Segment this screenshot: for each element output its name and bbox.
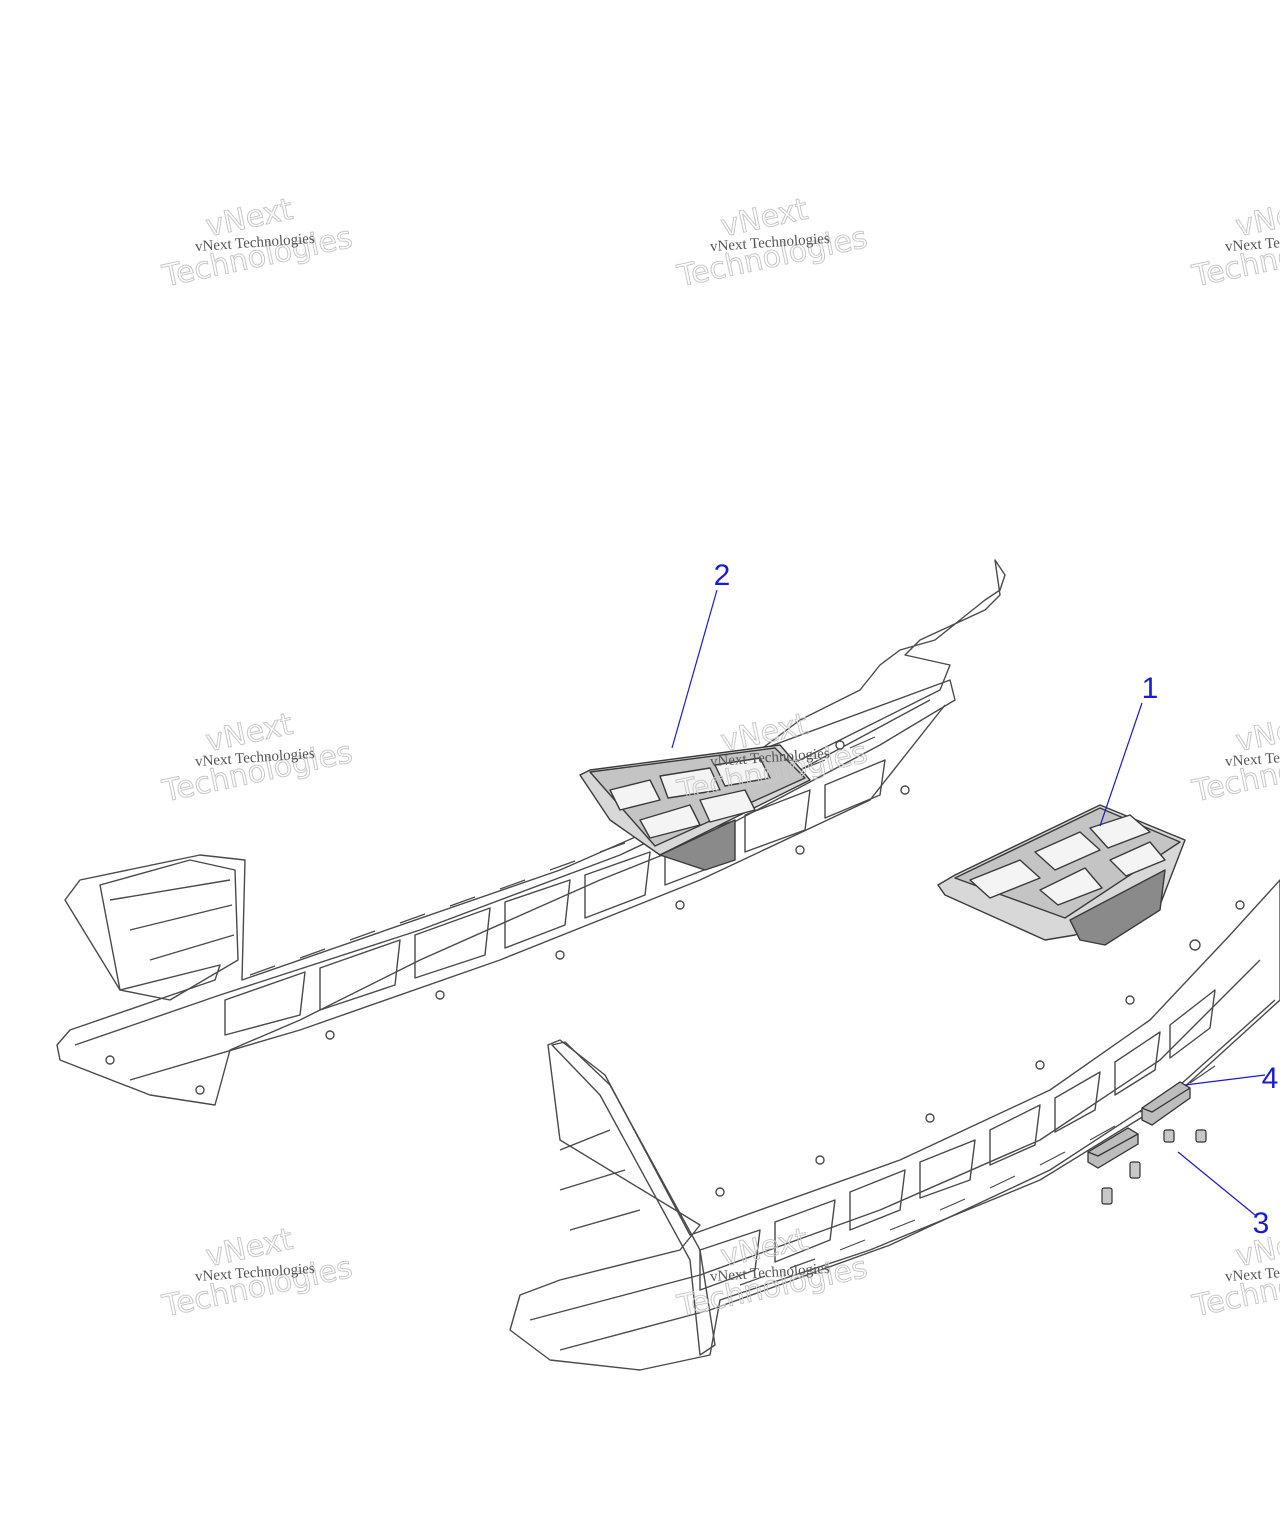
callout-4: 4	[1262, 1062, 1279, 1095]
callout-1: 1	[1142, 672, 1159, 705]
callout-leaders	[671, 589, 1266, 1216]
bracket-part-4	[1087, 1081, 1191, 1169]
lower-rail	[509, 879, 1280, 1371]
callout-2: 2	[714, 559, 731, 592]
footrest-part-1	[937, 804, 1186, 946]
callout-3: 3	[1253, 1207, 1270, 1240]
screws-part-3	[1101, 1129, 1207, 1205]
footrest-part-2	[579, 744, 811, 871]
upper-rail	[56, 559, 1006, 1106]
